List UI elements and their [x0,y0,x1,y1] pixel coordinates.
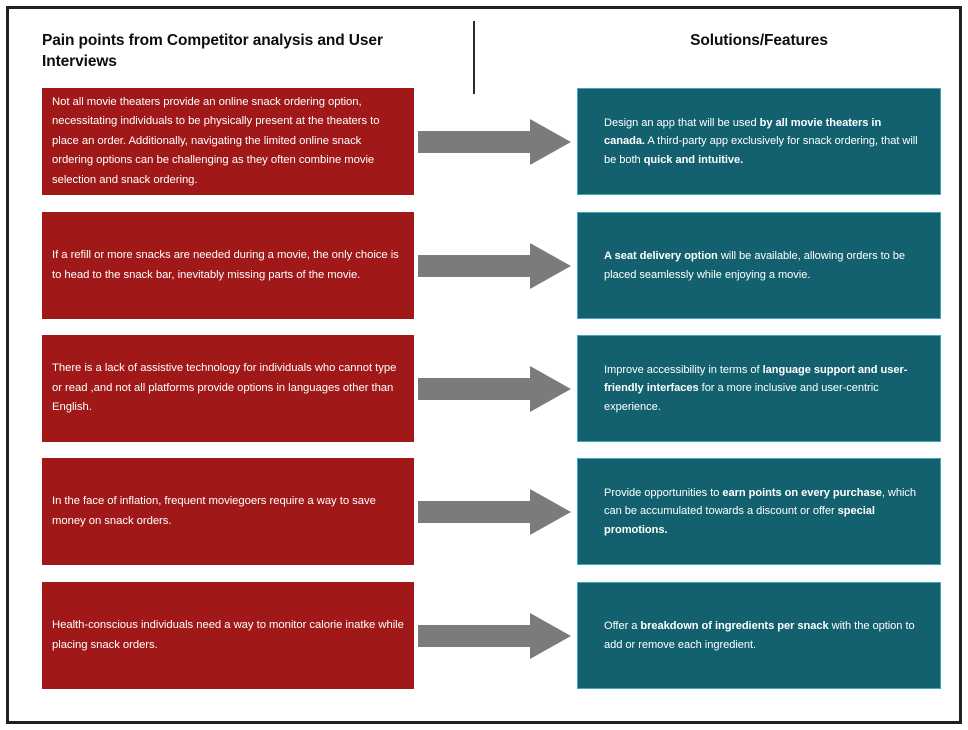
diagram-frame: Pain points from Competitor analysis and… [6,6,962,724]
solution-text: Offer a breakdown of ingredients per sna… [604,620,915,651]
right-arrow-icon [418,119,571,165]
pain-point-box[interactable]: In the face of inflation, frequent movie… [42,458,414,565]
right-arrow-icon [418,243,571,289]
pain-point-text: Not all movie theaters provide an online… [52,95,380,186]
diagram-row: Health-conscious individuals need a way … [9,582,965,689]
solution-box[interactable]: A seat delivery option will be available… [577,212,941,319]
pain-point-box[interactable]: There is a lack of assistive technology … [42,335,414,442]
solution-text: A seat delivery option will be available… [604,250,906,281]
solution-box[interactable]: Design an app that will be used by all m… [577,88,941,195]
column-divider [473,21,475,94]
solution-box[interactable]: Provide opportunities to earn points on … [577,458,941,565]
solution-text: Provide opportunities to earn points on … [604,486,917,536]
solution-text: Improve accessibility in terms of langua… [604,363,908,413]
solution-box[interactable]: Offer a breakdown of ingredients per sna… [577,582,941,689]
diagram-row: In the face of inflation, frequent movie… [9,458,965,565]
diagram-row: Not all movie theaters provide an online… [9,88,965,195]
diagram-row: If a refill or more snacks are needed du… [9,212,965,319]
diagram-row: There is a lack of assistive technology … [9,335,965,442]
right-arrow-icon [418,366,571,412]
right-arrow-icon [418,613,571,659]
solution-text: Design an app that will be used by all m… [604,116,918,166]
solution-box[interactable]: Improve accessibility in terms of langua… [577,335,941,442]
pain-point-text: Health-conscious individuals need a way … [52,619,404,651]
pain-point-box[interactable]: Health-conscious individuals need a way … [42,582,414,689]
pain-point-text: There is a lack of assistive technology … [52,362,397,414]
pain-point-text: In the face of inflation, frequent movie… [52,495,376,527]
page-title-solutions: Solutions/Features [690,32,828,49]
page-title-pain-points: Pain points from Competitor analysis and… [42,32,383,70]
pain-point-box[interactable]: If a refill or more snacks are needed du… [42,212,414,319]
pain-point-box[interactable]: Not all movie theaters provide an online… [42,88,414,195]
pain-point-text: If a refill or more snacks are needed du… [52,249,399,281]
right-arrow-icon [418,489,571,535]
